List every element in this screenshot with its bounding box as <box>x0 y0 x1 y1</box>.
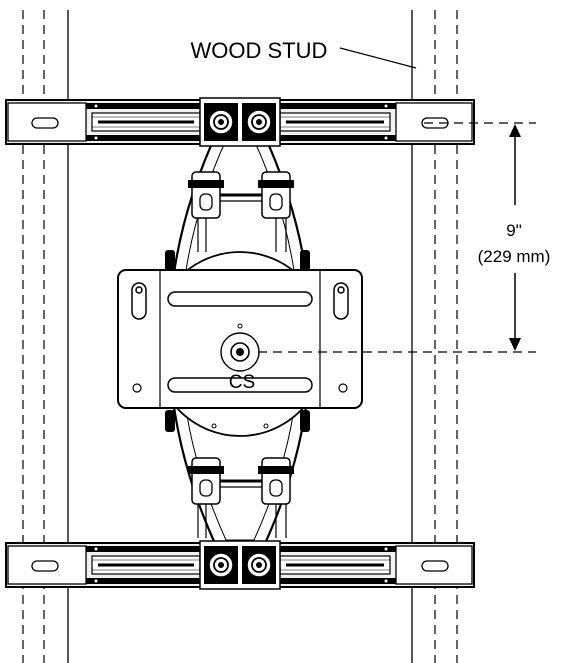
stud-label: WOOD STUD <box>191 38 328 63</box>
dimension-label-mm: (229 mm) <box>478 247 551 266</box>
vesa-plate-center-panel <box>159 270 321 408</box>
arm-knuckles <box>165 250 310 432</box>
plate-holes <box>132 383 348 393</box>
plate-slots <box>167 291 313 393</box>
top-wall-rail <box>4 96 476 148</box>
dimension-arrow <box>509 124 521 351</box>
keyhole-slots <box>131 282 349 320</box>
dimension-label-inches: 9" <box>506 221 522 240</box>
bottom-wall-rail <box>4 539 476 591</box>
center-label: CS <box>229 372 255 393</box>
stud-leader-line <box>339 47 417 69</box>
